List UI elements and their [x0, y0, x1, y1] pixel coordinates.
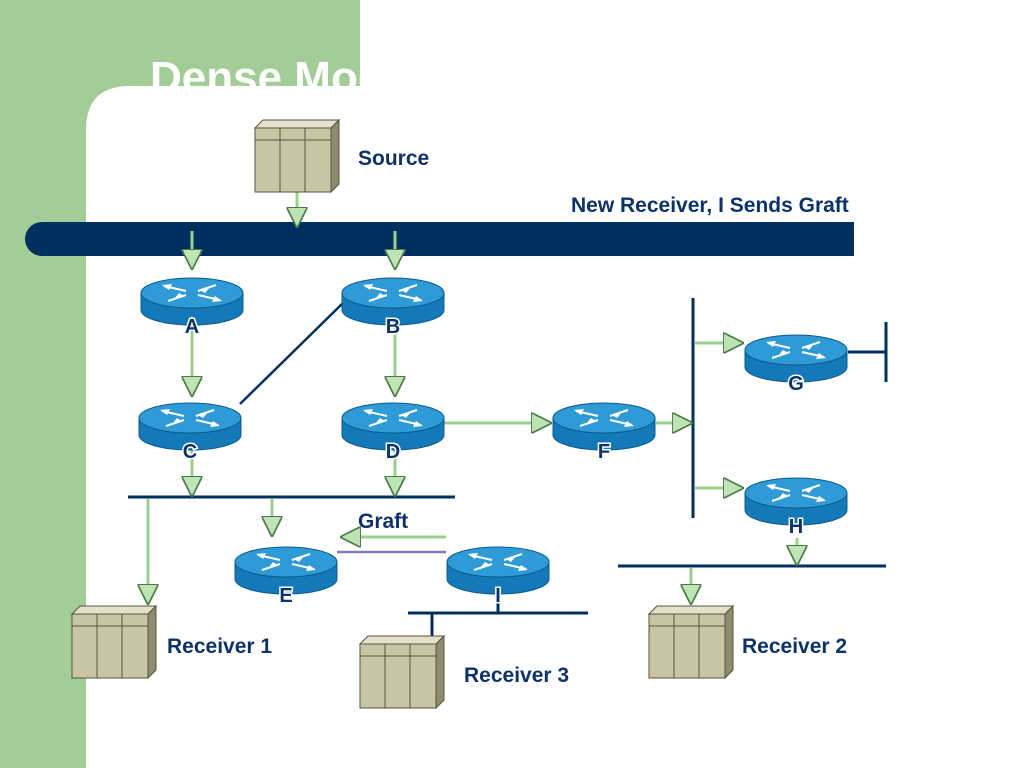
router-c-icon[interactable]	[138, 402, 242, 451]
graft-label: Graft	[358, 510, 408, 533]
router-label-g: G	[788, 373, 804, 395]
router-label-e: E	[279, 585, 292, 607]
router-g-icon[interactable]	[744, 334, 848, 383]
router-label-a: A	[185, 316, 199, 338]
receiver3-server-icon[interactable]	[358, 634, 446, 710]
router-h-icon[interactable]	[744, 477, 848, 526]
source-lan-backbone	[25, 222, 853, 256]
receiver1-server-icon[interactable]	[70, 604, 158, 680]
receiver2-label: Receiver 2	[742, 635, 847, 658]
receiver3-label: Receiver 3	[464, 664, 569, 687]
router-i-icon[interactable]	[446, 546, 550, 595]
receiver1-label: Receiver 1	[167, 635, 272, 658]
router-label-i: I	[495, 585, 501, 607]
new-receiver-note: New Receiver, I Sends Graft	[571, 194, 849, 217]
routers: A B C D E F G H I	[138, 277, 848, 609]
router-label-b: B	[386, 316, 400, 338]
router-a-icon[interactable]	[140, 277, 244, 326]
source-label: Source	[358, 147, 429, 170]
router-b-icon[interactable]	[341, 277, 445, 326]
router-label-f: F	[598, 441, 610, 463]
source-server-icon[interactable]	[253, 118, 341, 194]
router-d-icon[interactable]	[341, 402, 445, 451]
multicast-flow-arrows	[148, 192, 797, 603]
router-label-h: H	[789, 516, 803, 538]
router-f-icon[interactable]	[552, 402, 656, 451]
receiver2-server-icon[interactable]	[647, 604, 735, 680]
link-b-c	[239, 302, 344, 405]
router-e-icon[interactable]	[234, 546, 338, 595]
router-label-d: D	[386, 441, 400, 463]
router-label-c: C	[183, 441, 197, 463]
